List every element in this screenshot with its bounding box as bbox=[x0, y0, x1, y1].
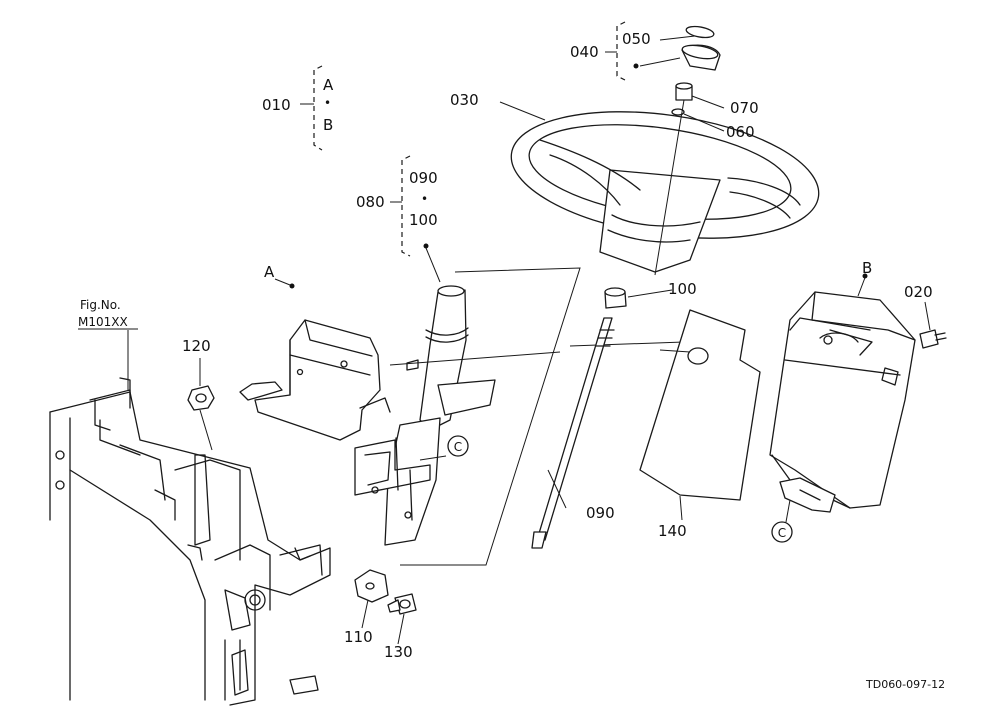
nut-120 bbox=[187, 385, 215, 411]
figure-ref-number: M101XX bbox=[78, 315, 128, 329]
callout-c-upper-label: C bbox=[454, 440, 462, 454]
label-100: 100 bbox=[668, 280, 697, 298]
clip-110 bbox=[354, 569, 389, 603]
label-020: 020 bbox=[904, 283, 933, 301]
label-080: 080 bbox=[356, 193, 385, 211]
label-010-b: B bbox=[323, 116, 333, 134]
label-040: 040 bbox=[570, 43, 599, 61]
label-callout-b: B bbox=[862, 259, 872, 277]
label-090: 090 bbox=[586, 504, 615, 522]
label-130: 130 bbox=[384, 643, 413, 661]
group-bracket-010 bbox=[300, 65, 323, 151]
part-labels: 010 A • B 080 090 • 100 040 050 070 060 … bbox=[78, 30, 945, 691]
label-110: 110 bbox=[344, 628, 373, 646]
bushing-100 bbox=[604, 287, 627, 309]
drawing-code: TD060-097-12 bbox=[865, 678, 945, 691]
bracket-a bbox=[239, 319, 391, 441]
leader-lines bbox=[127, 35, 931, 645]
dash-frame bbox=[49, 377, 331, 706]
label-080-a: 090 bbox=[409, 169, 438, 187]
label-120: 120 bbox=[182, 337, 211, 355]
leader-dots bbox=[289, 63, 868, 289]
label-010: 010 bbox=[262, 96, 291, 114]
screw-020 bbox=[919, 329, 947, 349]
label-140: 140 bbox=[658, 522, 687, 540]
group-bracket-040 bbox=[605, 21, 626, 81]
cover-b bbox=[769, 291, 916, 513]
cover-panel-140 bbox=[639, 309, 761, 501]
callout-c-lower-label: C bbox=[778, 526, 786, 540]
group-bracket-080 bbox=[390, 155, 411, 257]
label-080-b: 100 bbox=[409, 211, 438, 229]
label-080-sep: • bbox=[421, 192, 428, 206]
figure-ref-label: Fig.No. bbox=[80, 298, 121, 312]
label-010-a: A bbox=[323, 76, 334, 94]
bolt-130 bbox=[387, 593, 417, 615]
steering-shaft bbox=[531, 317, 615, 549]
label-callout-a: A bbox=[264, 263, 275, 281]
callout-c-lower: C bbox=[771, 521, 793, 543]
label-060: 060 bbox=[726, 123, 755, 141]
label-050: 050 bbox=[622, 30, 651, 48]
callout-c-upper: C bbox=[447, 435, 469, 457]
label-010-sep: • bbox=[324, 96, 331, 110]
steering-column bbox=[354, 285, 496, 546]
label-030: 030 bbox=[450, 91, 479, 109]
label-070: 070 bbox=[730, 99, 759, 117]
steering-wheel bbox=[510, 111, 820, 273]
horn-cap-parts bbox=[654, 25, 721, 276]
